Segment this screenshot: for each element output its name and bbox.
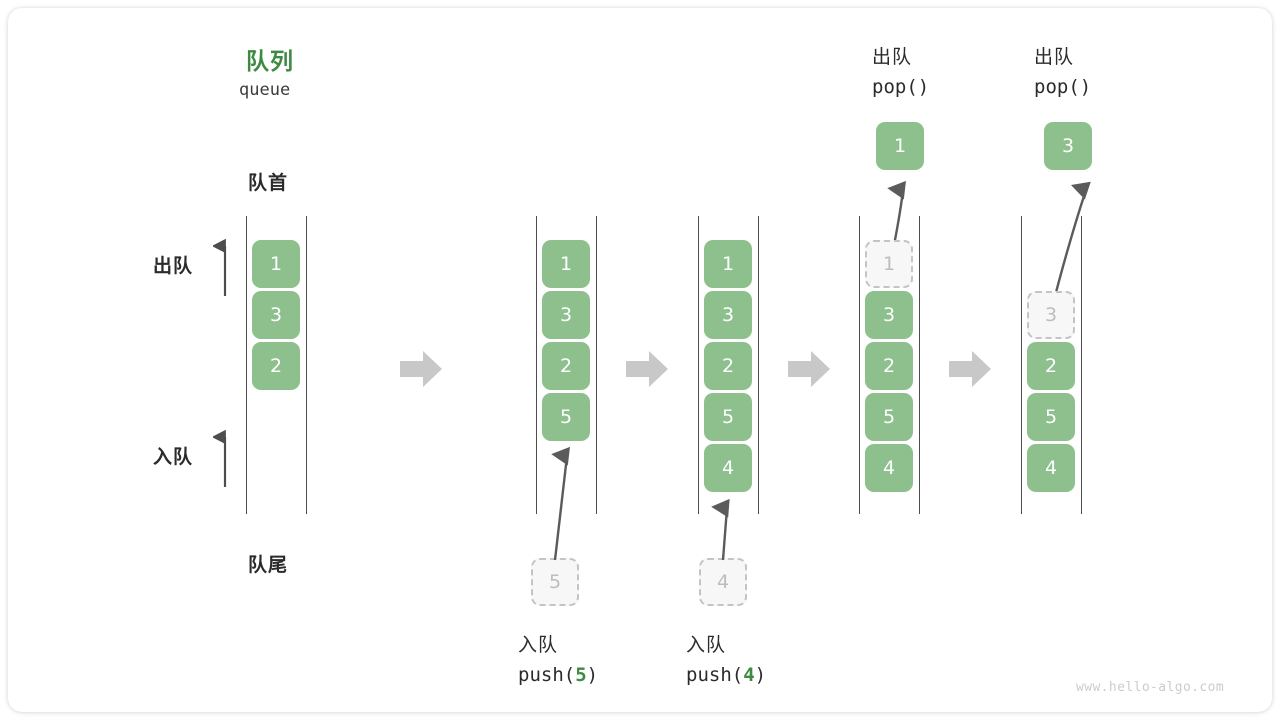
push-code-num-5: 5 bbox=[575, 664, 587, 686]
queue-cell: 1 bbox=[542, 240, 590, 288]
push-caption-cn-4: 入队 bbox=[686, 634, 727, 656]
queue-cell: 2 bbox=[704, 342, 752, 390]
enqueue-up-arrow-icon bbox=[213, 429, 227, 487]
push-arrow-icon-4 bbox=[711, 498, 730, 561]
queue-cell: 3 bbox=[252, 291, 300, 339]
push-arrow-icon-5 bbox=[551, 446, 570, 561]
watermark: www.hello-algo.com bbox=[1076, 680, 1225, 695]
rail-left-step-2 bbox=[536, 216, 537, 514]
diagram-title-en: queue bbox=[239, 80, 291, 100]
step-arrow-icon-4 bbox=[949, 351, 991, 387]
pop-caption-cn-3: 出队 bbox=[1034, 46, 1075, 68]
rail-right-step-1 bbox=[306, 216, 307, 514]
queue-cell: 4 bbox=[865, 444, 913, 492]
push-code-num-4: 4 bbox=[743, 664, 755, 686]
front-label: 队首 bbox=[248, 172, 289, 194]
rail-left-step-3 bbox=[698, 216, 699, 514]
dequeue-up-arrow-icon bbox=[213, 238, 227, 296]
queue-stack-step-4: 1 3 2 5 4 bbox=[865, 240, 913, 492]
rail-right-step-3 bbox=[758, 216, 759, 514]
push-code-suffix-4: ) bbox=[754, 664, 767, 686]
push-code-prefix-5: push( bbox=[518, 664, 576, 686]
queue-stack-step-1: 1 3 2 bbox=[252, 240, 300, 390]
queue-cell-new: 5 bbox=[542, 393, 590, 441]
diagram-title-cn: 队列 bbox=[246, 49, 294, 75]
queue-cell: 5 bbox=[704, 393, 752, 441]
dequeue-side-label: 出队 bbox=[153, 255, 194, 277]
queue-stack-step-3: 1 3 2 5 4 bbox=[704, 240, 752, 492]
rear-label: 队尾 bbox=[248, 554, 289, 576]
push-code-suffix-5: ) bbox=[586, 664, 599, 686]
incoming-ghost-cell-4: 4 bbox=[699, 558, 747, 606]
queue-cell-new: 4 bbox=[704, 444, 752, 492]
rail-right-step-5 bbox=[1081, 216, 1082, 514]
queue-cell: 2 bbox=[865, 342, 913, 390]
queue-cell: 2 bbox=[252, 342, 300, 390]
queue-cell: 4 bbox=[1027, 444, 1075, 492]
step-arrow-icon-2 bbox=[626, 351, 668, 387]
step-arrow-icon-3 bbox=[788, 351, 830, 387]
queue-stack-step-5: 3 2 5 4 bbox=[1027, 240, 1075, 492]
pop-caption-cn-1: 出队 bbox=[872, 46, 913, 68]
push-caption-cn-5: 入队 bbox=[518, 634, 559, 656]
push-caption-code-4: push(4) bbox=[686, 664, 766, 686]
push-caption-code-5: push(5) bbox=[518, 664, 598, 686]
queue-cell: 5 bbox=[865, 393, 913, 441]
queue-stack-step-2: 1 3 2 5 bbox=[542, 240, 590, 441]
rail-right-step-2 bbox=[596, 216, 597, 514]
push-code-prefix-4: push( bbox=[686, 664, 744, 686]
rail-left-step-4 bbox=[859, 216, 860, 514]
step-arrow-icon-1 bbox=[400, 351, 442, 387]
ghost-popped-cell: 3 bbox=[1027, 291, 1075, 339]
queue-cell: 3 bbox=[704, 291, 752, 339]
pop-caption-code-1: pop() bbox=[872, 76, 930, 98]
pop-caption-code-3: pop() bbox=[1034, 76, 1092, 98]
queue-cell: 2 bbox=[1027, 342, 1075, 390]
rail-right-step-4 bbox=[919, 216, 920, 514]
rail-left-step-1 bbox=[246, 216, 247, 514]
diagram-stage: 队列 queue 队首 队尾 出队 入队 1 3 2 bbox=[8, 8, 1272, 712]
queue-cell: 1 bbox=[704, 240, 752, 288]
queue-cell: 5 bbox=[1027, 393, 1075, 441]
queue-cell: 2 bbox=[542, 342, 590, 390]
popped-cell-1: 1 bbox=[876, 122, 924, 170]
ghost-popped-cell: 1 bbox=[865, 240, 913, 288]
queue-cell: 3 bbox=[865, 291, 913, 339]
enqueue-side-label: 入队 bbox=[153, 446, 194, 468]
popped-cell-3: 3 bbox=[1044, 122, 1092, 170]
diagram-card: 队列 queue 队首 队尾 出队 入队 1 3 2 bbox=[8, 8, 1272, 712]
rail-left-step-5 bbox=[1021, 216, 1022, 514]
queue-cell: 3 bbox=[542, 291, 590, 339]
queue-cell: 1 bbox=[252, 240, 300, 288]
